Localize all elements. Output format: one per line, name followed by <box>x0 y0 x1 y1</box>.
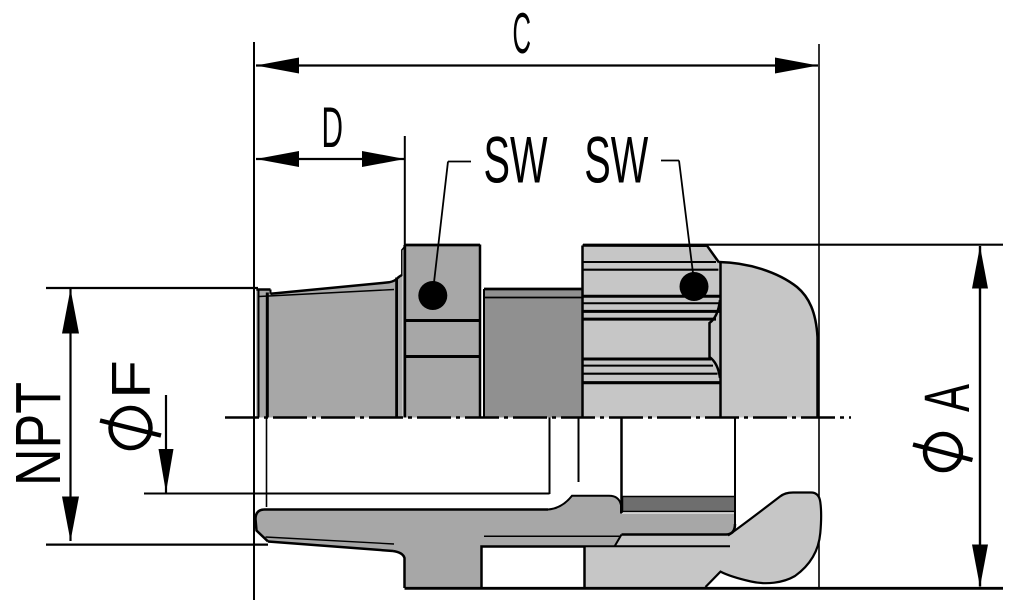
svg-text:SW: SW <box>584 123 648 197</box>
svg-text:A: A <box>911 384 983 412</box>
svg-text:D: D <box>322 96 344 160</box>
svg-text:C: C <box>513 2 532 66</box>
svg-text:SW: SW <box>484 123 548 197</box>
svg-text:NPT: NPT <box>2 382 74 486</box>
svg-text:F: F <box>100 360 162 399</box>
